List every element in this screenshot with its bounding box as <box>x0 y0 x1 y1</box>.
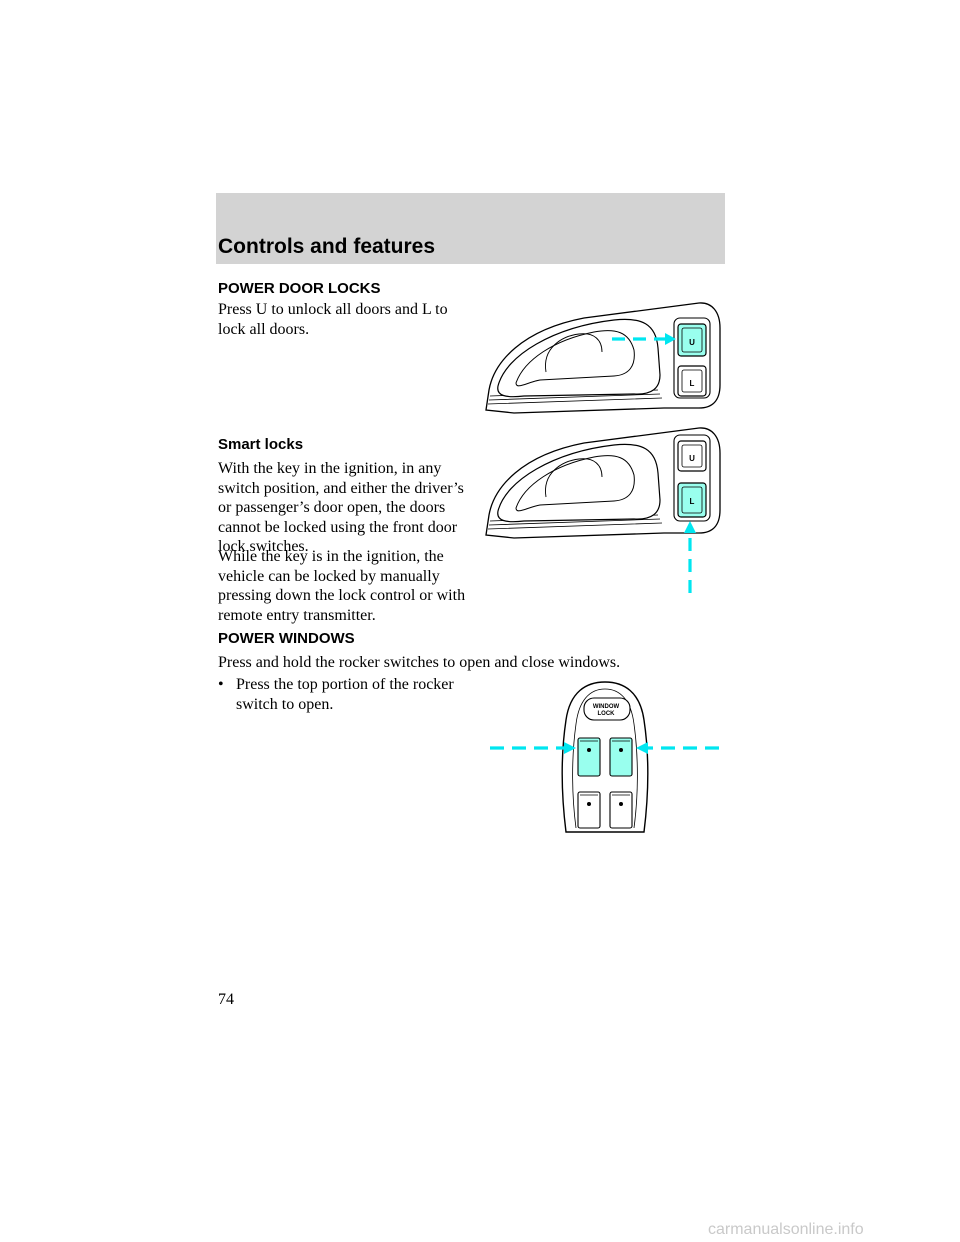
power-windows-intro: Press and hold the rocker switches to op… <box>218 654 621 671</box>
left-arrow-head <box>564 742 576 754</box>
page-section-title: Controls and features <box>218 235 436 258</box>
power-door-locks-heading: POWER DOOR LOCKS <box>218 280 381 297</box>
lock-button <box>677 365 707 397</box>
front-left-window-switch <box>577 737 601 777</box>
window-lock-label-line-1: WINDOW <box>593 704 620 710</box>
smart-locks-heading: Smart locks <box>218 436 304 453</box>
lock-button-highlighted <box>677 482 707 518</box>
bullet-symbol: • <box>218 676 224 693</box>
lock-button-label: L <box>690 379 695 388</box>
power-windows-heading: POWER WINDOWS <box>218 630 355 647</box>
window-switch-figure: WINDOW LOCK <box>490 681 719 833</box>
header-band <box>216 193 725 264</box>
rear-right-window-switch <box>609 791 633 829</box>
unlock-button <box>677 440 707 472</box>
lock-button-label: L <box>690 497 695 506</box>
rear-left-window-switch <box>577 791 601 829</box>
smart-locks-paragraph-2: While the key is in the ignition, the ve… <box>218 548 466 624</box>
right-arrow-head <box>636 742 648 754</box>
power-windows-bullet: • Press the top portion of the rocker sw… <box>218 675 478 715</box>
unlock-button-label: U <box>689 454 695 463</box>
door-lock-figure-lock: U L <box>485 427 721 593</box>
unlock-button-highlighted <box>677 323 707 357</box>
page-number: 74 <box>218 991 234 1008</box>
window-lock-label-line-2: LOCK <box>598 711 616 717</box>
front-right-window-switch <box>609 737 633 777</box>
window-lock-button <box>583 697 631 721</box>
arrow-head <box>665 333 676 345</box>
bullet-text: Press the top portion of the rocker swit… <box>236 676 454 713</box>
arrow-head <box>684 521 696 533</box>
smart-locks-paragraph-1: With the key in the ignition, in any swi… <box>218 460 464 555</box>
door-lock-figure-unlock: U L <box>485 302 721 414</box>
unlock-button-label: U <box>689 338 695 347</box>
power-door-locks-text: Press U to unlock all doors and L to loc… <box>218 301 448 338</box>
watermark: carmanualsonline.info <box>708 1221 864 1238</box>
